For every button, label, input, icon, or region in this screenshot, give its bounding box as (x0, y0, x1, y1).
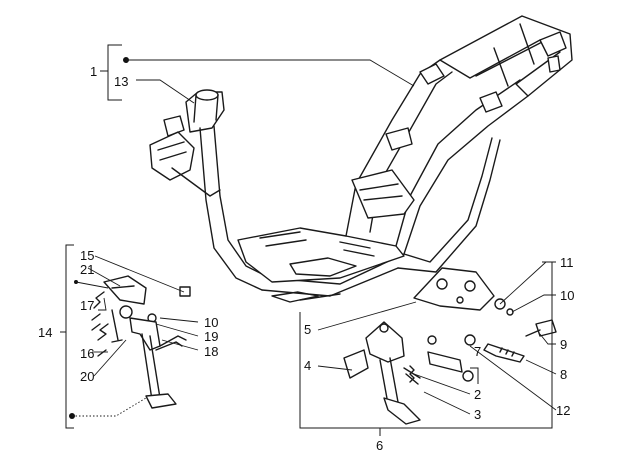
callout-7: 7 (474, 344, 481, 359)
callout-5: 5 (304, 322, 311, 337)
center-stand-assembly (91, 275, 191, 409)
callout-10-left: 10 (204, 315, 218, 330)
scooter-frame (149, 15, 573, 303)
callout-18: 18 (204, 344, 218, 359)
callout-8: 8 (560, 367, 567, 382)
callout-12: 12 (556, 403, 570, 418)
callout-6: 6 (376, 438, 383, 453)
callout-1: 1 (90, 64, 97, 79)
callout-2: 2 (474, 387, 481, 402)
callout-15: 15 (80, 248, 94, 263)
callout-14: 14 (38, 325, 52, 340)
callout-19: 19 (204, 329, 218, 344)
callout-21: 21 (80, 262, 94, 277)
callout-9: 9 (560, 337, 567, 352)
leader-lines (69, 57, 557, 419)
callout-labels: 1 13 15 21 14 17 16 20 10 19 18 5 4 6 7 … (38, 64, 574, 453)
callout-17: 17 (80, 298, 94, 313)
callout-16: 16 (80, 346, 94, 361)
callout-13: 13 (114, 74, 128, 89)
callout-20: 20 (80, 369, 94, 384)
callout-4: 4 (304, 358, 311, 373)
callout-11: 11 (560, 255, 574, 270)
callout-10-right: 10 (560, 288, 574, 303)
side-stand-assembly (343, 267, 557, 425)
callout-3: 3 (474, 407, 481, 422)
